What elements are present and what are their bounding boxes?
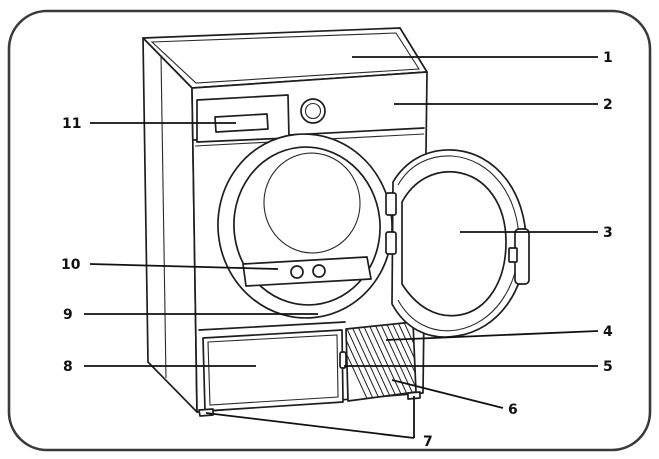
grille-hatch-line	[346, 322, 371, 401]
grille-hatch-line	[346, 322, 383, 401]
callout-10: 10	[61, 257, 81, 273]
grille-hatch-line	[395, 322, 416, 401]
foot-right	[407, 391, 421, 400]
callout-9: 9	[63, 307, 73, 323]
callout-1: 1	[603, 50, 613, 66]
grille-hatch-line	[359, 322, 401, 401]
heat-exchanger-cover-inner	[207, 334, 339, 406]
water-tank-handle	[214, 113, 269, 133]
callout-labels: 1 2 3 4 5 6 7 8 9 10 11	[61, 50, 613, 450]
drum-back	[263, 152, 361, 254]
callout-6: 6	[508, 402, 518, 418]
program-knob	[300, 98, 326, 124]
grille-hatch-line	[383, 322, 416, 401]
lint-filter-grip-left	[290, 265, 304, 279]
leader-lines	[84, 56, 599, 439]
callout-8: 8	[63, 359, 73, 375]
grille-hatch-line	[377, 322, 416, 401]
callout-4: 4	[603, 324, 613, 340]
grille-hatch-line	[347, 322, 389, 401]
door-hinge-top	[385, 192, 397, 216]
open-door	[385, 149, 530, 338]
callout-11: 11	[62, 116, 81, 132]
side-edge	[160, 54, 167, 379]
program-knob-inner	[304, 102, 322, 120]
callout-5: 5	[603, 359, 613, 375]
grille-hatch-line	[389, 322, 416, 401]
callout-3: 3	[603, 225, 613, 241]
leader-10	[89, 263, 279, 270]
callout-7: 7	[423, 434, 433, 450]
lint-filter-grip-right	[312, 264, 326, 278]
leader-6	[391, 379, 504, 409]
door-hinge-bottom	[385, 231, 397, 255]
cover-latch	[339, 351, 347, 369]
grille-hatch-line	[401, 322, 416, 401]
foot-left	[198, 408, 214, 417]
side-panel	[142, 37, 198, 413]
grille-hatch-line	[365, 322, 407, 401]
plinth-line	[198, 321, 346, 331]
grille-hatch-line	[353, 322, 395, 401]
door-glass	[401, 170, 507, 317]
grille-hatch-line	[346, 322, 377, 401]
callout-2: 2	[603, 97, 613, 113]
grille-hatch-line	[371, 322, 413, 401]
heat-exchanger-cover	[202, 329, 344, 412]
top-panel-inner	[150, 32, 420, 84]
lint-filter	[242, 256, 372, 287]
leader-7a	[205, 412, 415, 439]
door-handle-catch	[508, 247, 518, 263]
leader-4	[385, 330, 599, 341]
